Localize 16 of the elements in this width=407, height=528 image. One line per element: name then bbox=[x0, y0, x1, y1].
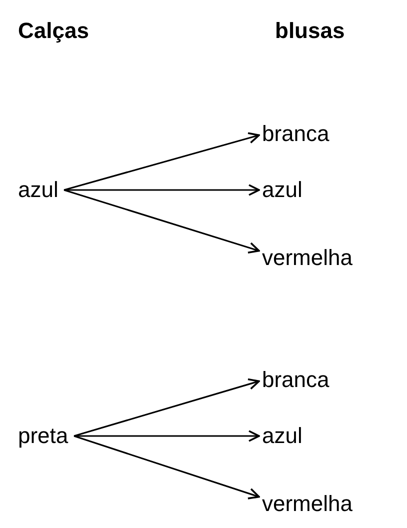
option-label: azul bbox=[18, 178, 58, 202]
arrow bbox=[64, 189, 260, 254]
column-heading: blusas bbox=[275, 18, 345, 44]
option-label: branca bbox=[262, 122, 330, 146]
column-heading: Calças bbox=[18, 18, 89, 44]
option-label: azul bbox=[262, 424, 302, 448]
option-label: vermelha bbox=[262, 246, 352, 270]
arrow bbox=[64, 184, 260, 196]
option-label: branca bbox=[262, 368, 330, 392]
arrow bbox=[74, 378, 260, 437]
option-label: vermelha bbox=[262, 492, 352, 516]
arrow bbox=[64, 132, 260, 191]
option-label: azul bbox=[262, 178, 302, 202]
option-label: preta bbox=[18, 424, 68, 448]
arrow bbox=[74, 435, 260, 500]
arrow bbox=[74, 430, 260, 442]
